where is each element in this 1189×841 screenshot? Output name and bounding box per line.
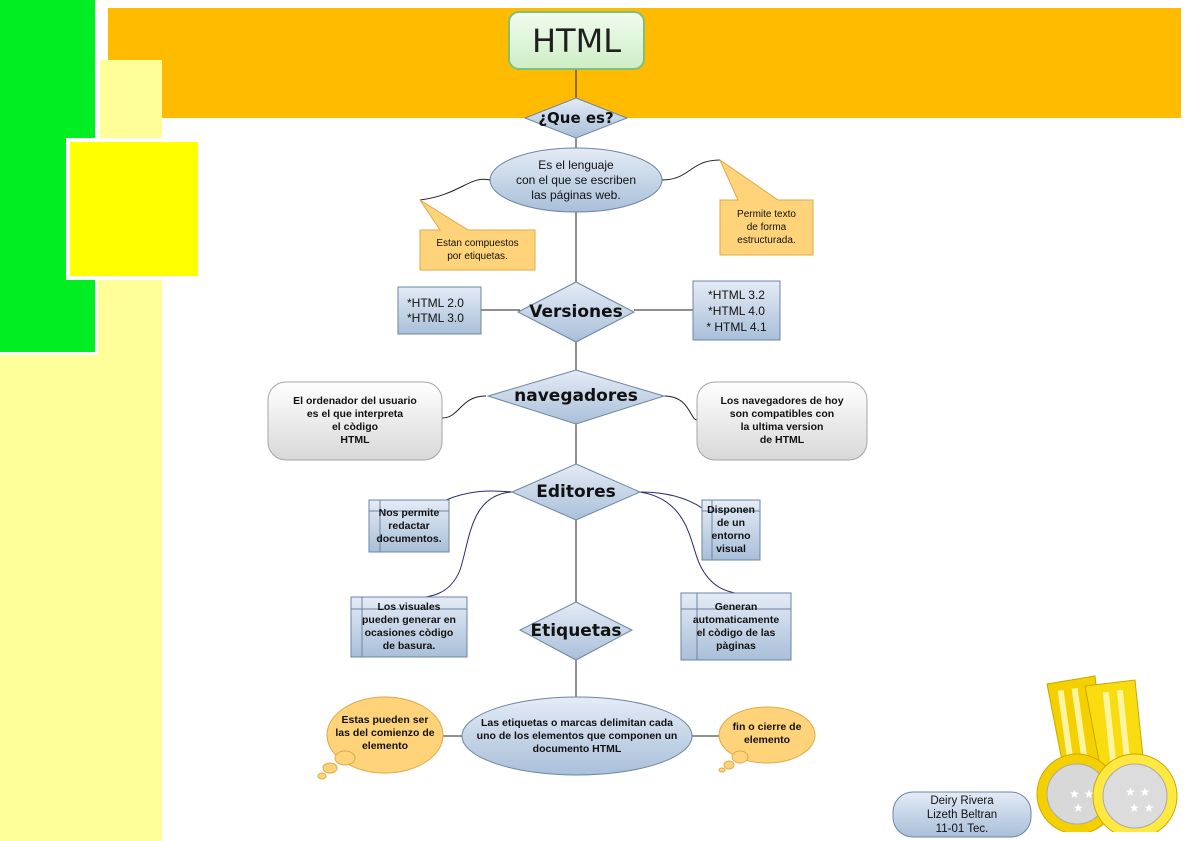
credits-box (892, 791, 1032, 838)
ed-right-bottom-box (680, 592, 792, 661)
ed-left-top-text: Nos permite redactar documentos. (376, 506, 442, 545)
versions-right-box (692, 280, 781, 341)
cloud-left-text: Estas pueden ser las del comienzo de ele… (335, 713, 435, 752)
editores-diamond (510, 463, 642, 521)
pale-yellow-square (100, 60, 162, 140)
connector (663, 395, 698, 421)
connector (409, 491, 513, 599)
yellow-square (66, 138, 202, 280)
versions-right-text: *HTML 3.2 *HTML 4.0 * HTML 4.1 (706, 287, 767, 334)
note-right-text: Permite texto de forma estructurada. (737, 209, 796, 246)
title-box (508, 11, 645, 70)
etiquetas-desc-text: Las etiquetas o marcas delimitan cada un… (476, 716, 678, 755)
connector (661, 159, 721, 181)
connector (441, 395, 487, 419)
que-es-label: ¿Que es? (538, 109, 614, 127)
etiquetas-ellipse (461, 696, 693, 776)
connector (639, 491, 741, 595)
navegadores-label: navegadores (514, 386, 638, 406)
credits-text: Deiry Rivera Lizeth Beltran 11-01 Tec. (926, 794, 998, 835)
connector (445, 490, 513, 501)
versiones-label: Versiones (529, 302, 623, 322)
versiones-diamond (516, 281, 636, 343)
etiquetas-diamond (518, 601, 634, 661)
page-title: HTML (531, 21, 622, 60)
nav-right-box (696, 381, 868, 461)
svg-text:★ ★: ★ ★ (1125, 785, 1150, 799)
versions-left-text: *HTML 2.0 *HTML 3.0 (407, 295, 464, 325)
etiquetas-label: Etiquetas (530, 621, 622, 641)
nav-left-box (267, 381, 443, 461)
connector (419, 178, 491, 201)
nav-left-text: El ordenador del usuario es el que inter… (293, 395, 417, 446)
callout-left (419, 199, 536, 271)
definition-text: Es el lenguaje con el que se escriben la… (515, 157, 637, 202)
cloud-right-text: fin o cierre de elemento (732, 721, 802, 746)
cloud-left (317, 696, 444, 780)
connector (639, 491, 703, 509)
medal-icon: ★ ★ ★ ★ ★ ★ ★ (1036, 675, 1178, 832)
ed-left-top-box (368, 499, 450, 553)
versions-left-box (397, 286, 482, 335)
cloud-right (718, 706, 816, 773)
svg-text:★ ★: ★ ★ (1069, 787, 1094, 801)
que-es-diamond (523, 97, 629, 139)
svg-text:★ ★: ★ ★ (1129, 801, 1154, 815)
callout-right (718, 158, 814, 256)
editores-label: Editores (536, 482, 616, 502)
ed-right-bottom-text: Generan automaticamente el còdigo de las… (692, 600, 780, 652)
nav-right-text: Los navegadores de hoy son compatibles c… (720, 395, 844, 446)
left-pale-strip (0, 280, 162, 841)
ed-left-bottom-text: Los visuales pueden generar en ocasiones… (362, 601, 456, 652)
ed-right-top-text: Disponen de un entorno visual (707, 504, 755, 555)
navegadores-diamond (486, 369, 666, 425)
note-left-text: Estan compuestos por etiquetas. (436, 238, 519, 262)
ed-left-bottom-box (350, 596, 468, 658)
svg-text:★: ★ (1073, 801, 1084, 815)
